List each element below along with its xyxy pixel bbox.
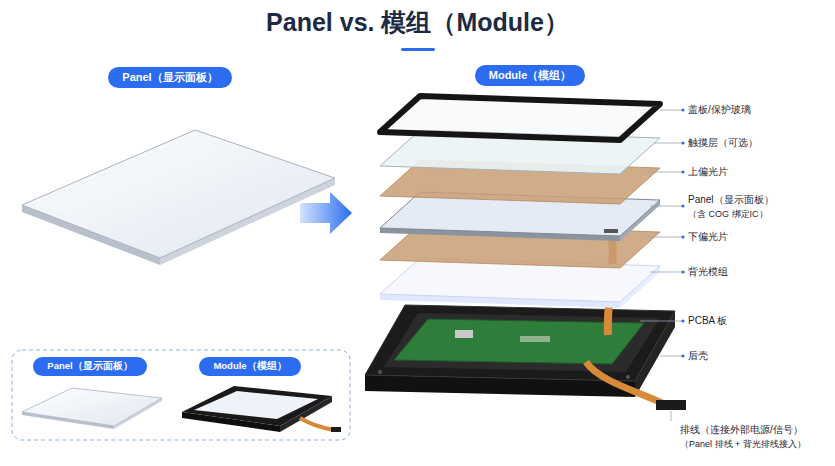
callout-label: 触摸层（可选） — [688, 137, 758, 149]
comparison-box — [12, 350, 350, 440]
module-exploded-view — [365, 96, 686, 410]
callout-label: PCBA 板 — [688, 315, 727, 327]
callout-label: 下偏光片 — [688, 231, 728, 243]
pill-label: Panel（显示面板） — [33, 357, 146, 376]
pill-text: Panel（显示面板） — [122, 71, 217, 83]
callout-label: 排线（连接外部电源/信号） — [680, 424, 803, 436]
pill-text: Panel（显示面板） — [47, 360, 132, 371]
callout-label: 后壳 — [688, 350, 708, 362]
pill-label: Module（模组） — [475, 65, 586, 86]
callout-label: 盖板/保护玻璃 — [688, 104, 751, 116]
leader-dots — [681, 108, 684, 357]
mini-panel — [22, 388, 162, 429]
pill-text: Module（模组） — [489, 69, 572, 81]
transform-arrow — [300, 192, 352, 234]
pill-text: Module（模组） — [213, 360, 286, 371]
mini-module — [182, 386, 341, 432]
title-underline — [401, 48, 435, 51]
callout-label: 背光模组 — [688, 266, 728, 278]
panel-illustration — [22, 130, 335, 265]
pill-label: Module（模组） — [199, 357, 300, 376]
callout-label: 上偏光片 — [688, 166, 728, 178]
callout-label: Panel（显示面板） — [688, 194, 774, 206]
pill-label: Panel（显示面板） — [108, 67, 231, 88]
leader-lines — [640, 110, 683, 421]
page-title: Panel vs. 模组（Module） — [0, 6, 835, 39]
callout-label: （Panel 排线 + 背光排线接入） — [680, 439, 806, 450]
callout-label: （含 COG 绑定IC） — [688, 209, 768, 220]
